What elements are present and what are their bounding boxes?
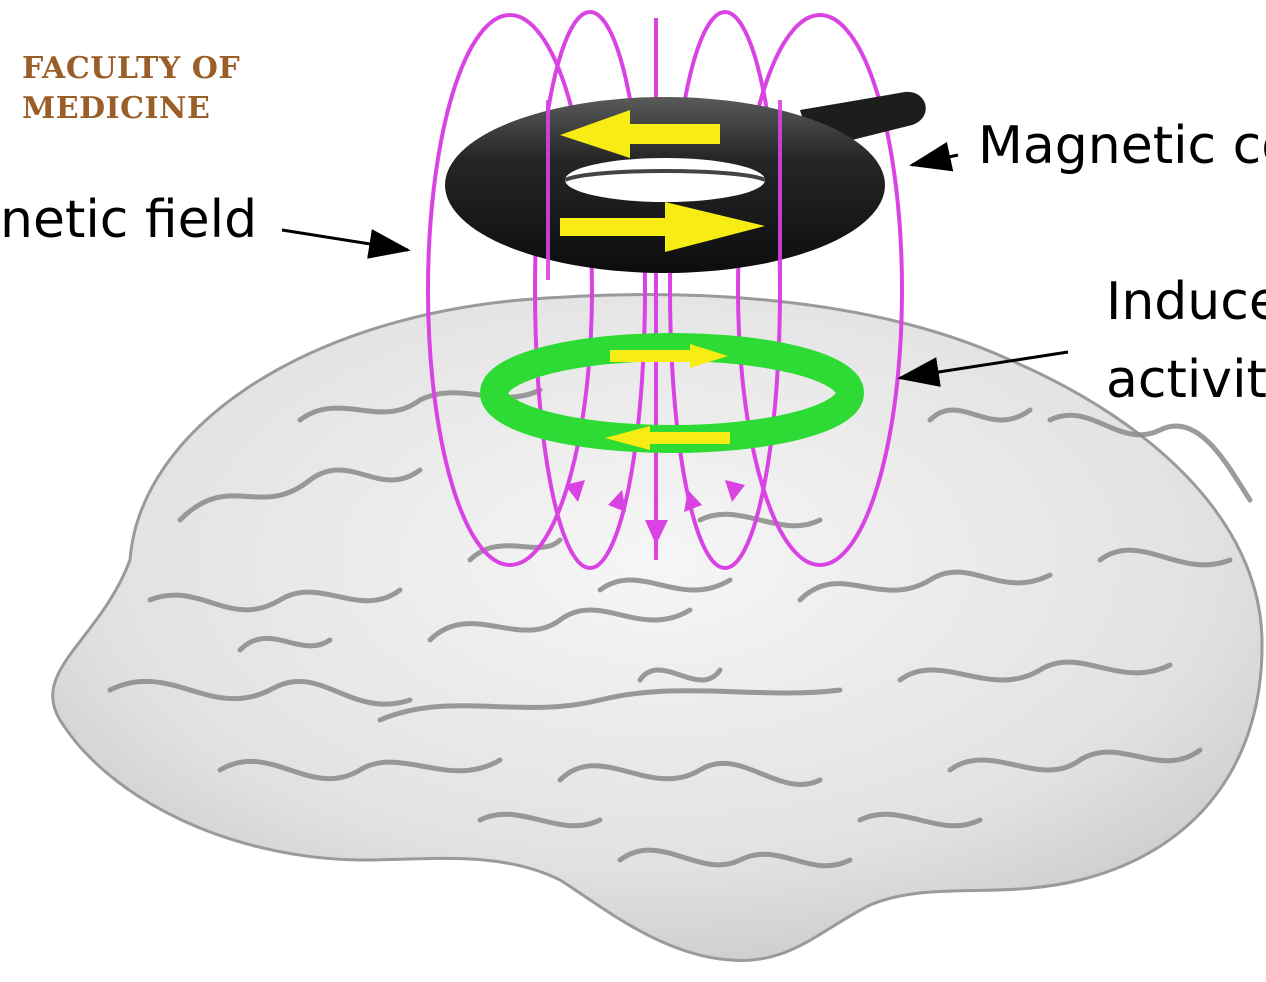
magnetic-coil-label: Magnetic co: [978, 116, 1266, 176]
induced-activity-label-line2: activit: [1106, 350, 1266, 410]
magnetic-field-label: netic field: [0, 190, 257, 250]
faculty-logo-line2: MEDICINE: [22, 92, 210, 126]
induced-activity-label-line1: Induce: [1106, 272, 1266, 332]
pointer-arrow-icon: [912, 155, 958, 165]
faculty-logo-line1: FACULTY OF: [22, 52, 240, 86]
pointer-arrow-icon: [282, 230, 408, 250]
